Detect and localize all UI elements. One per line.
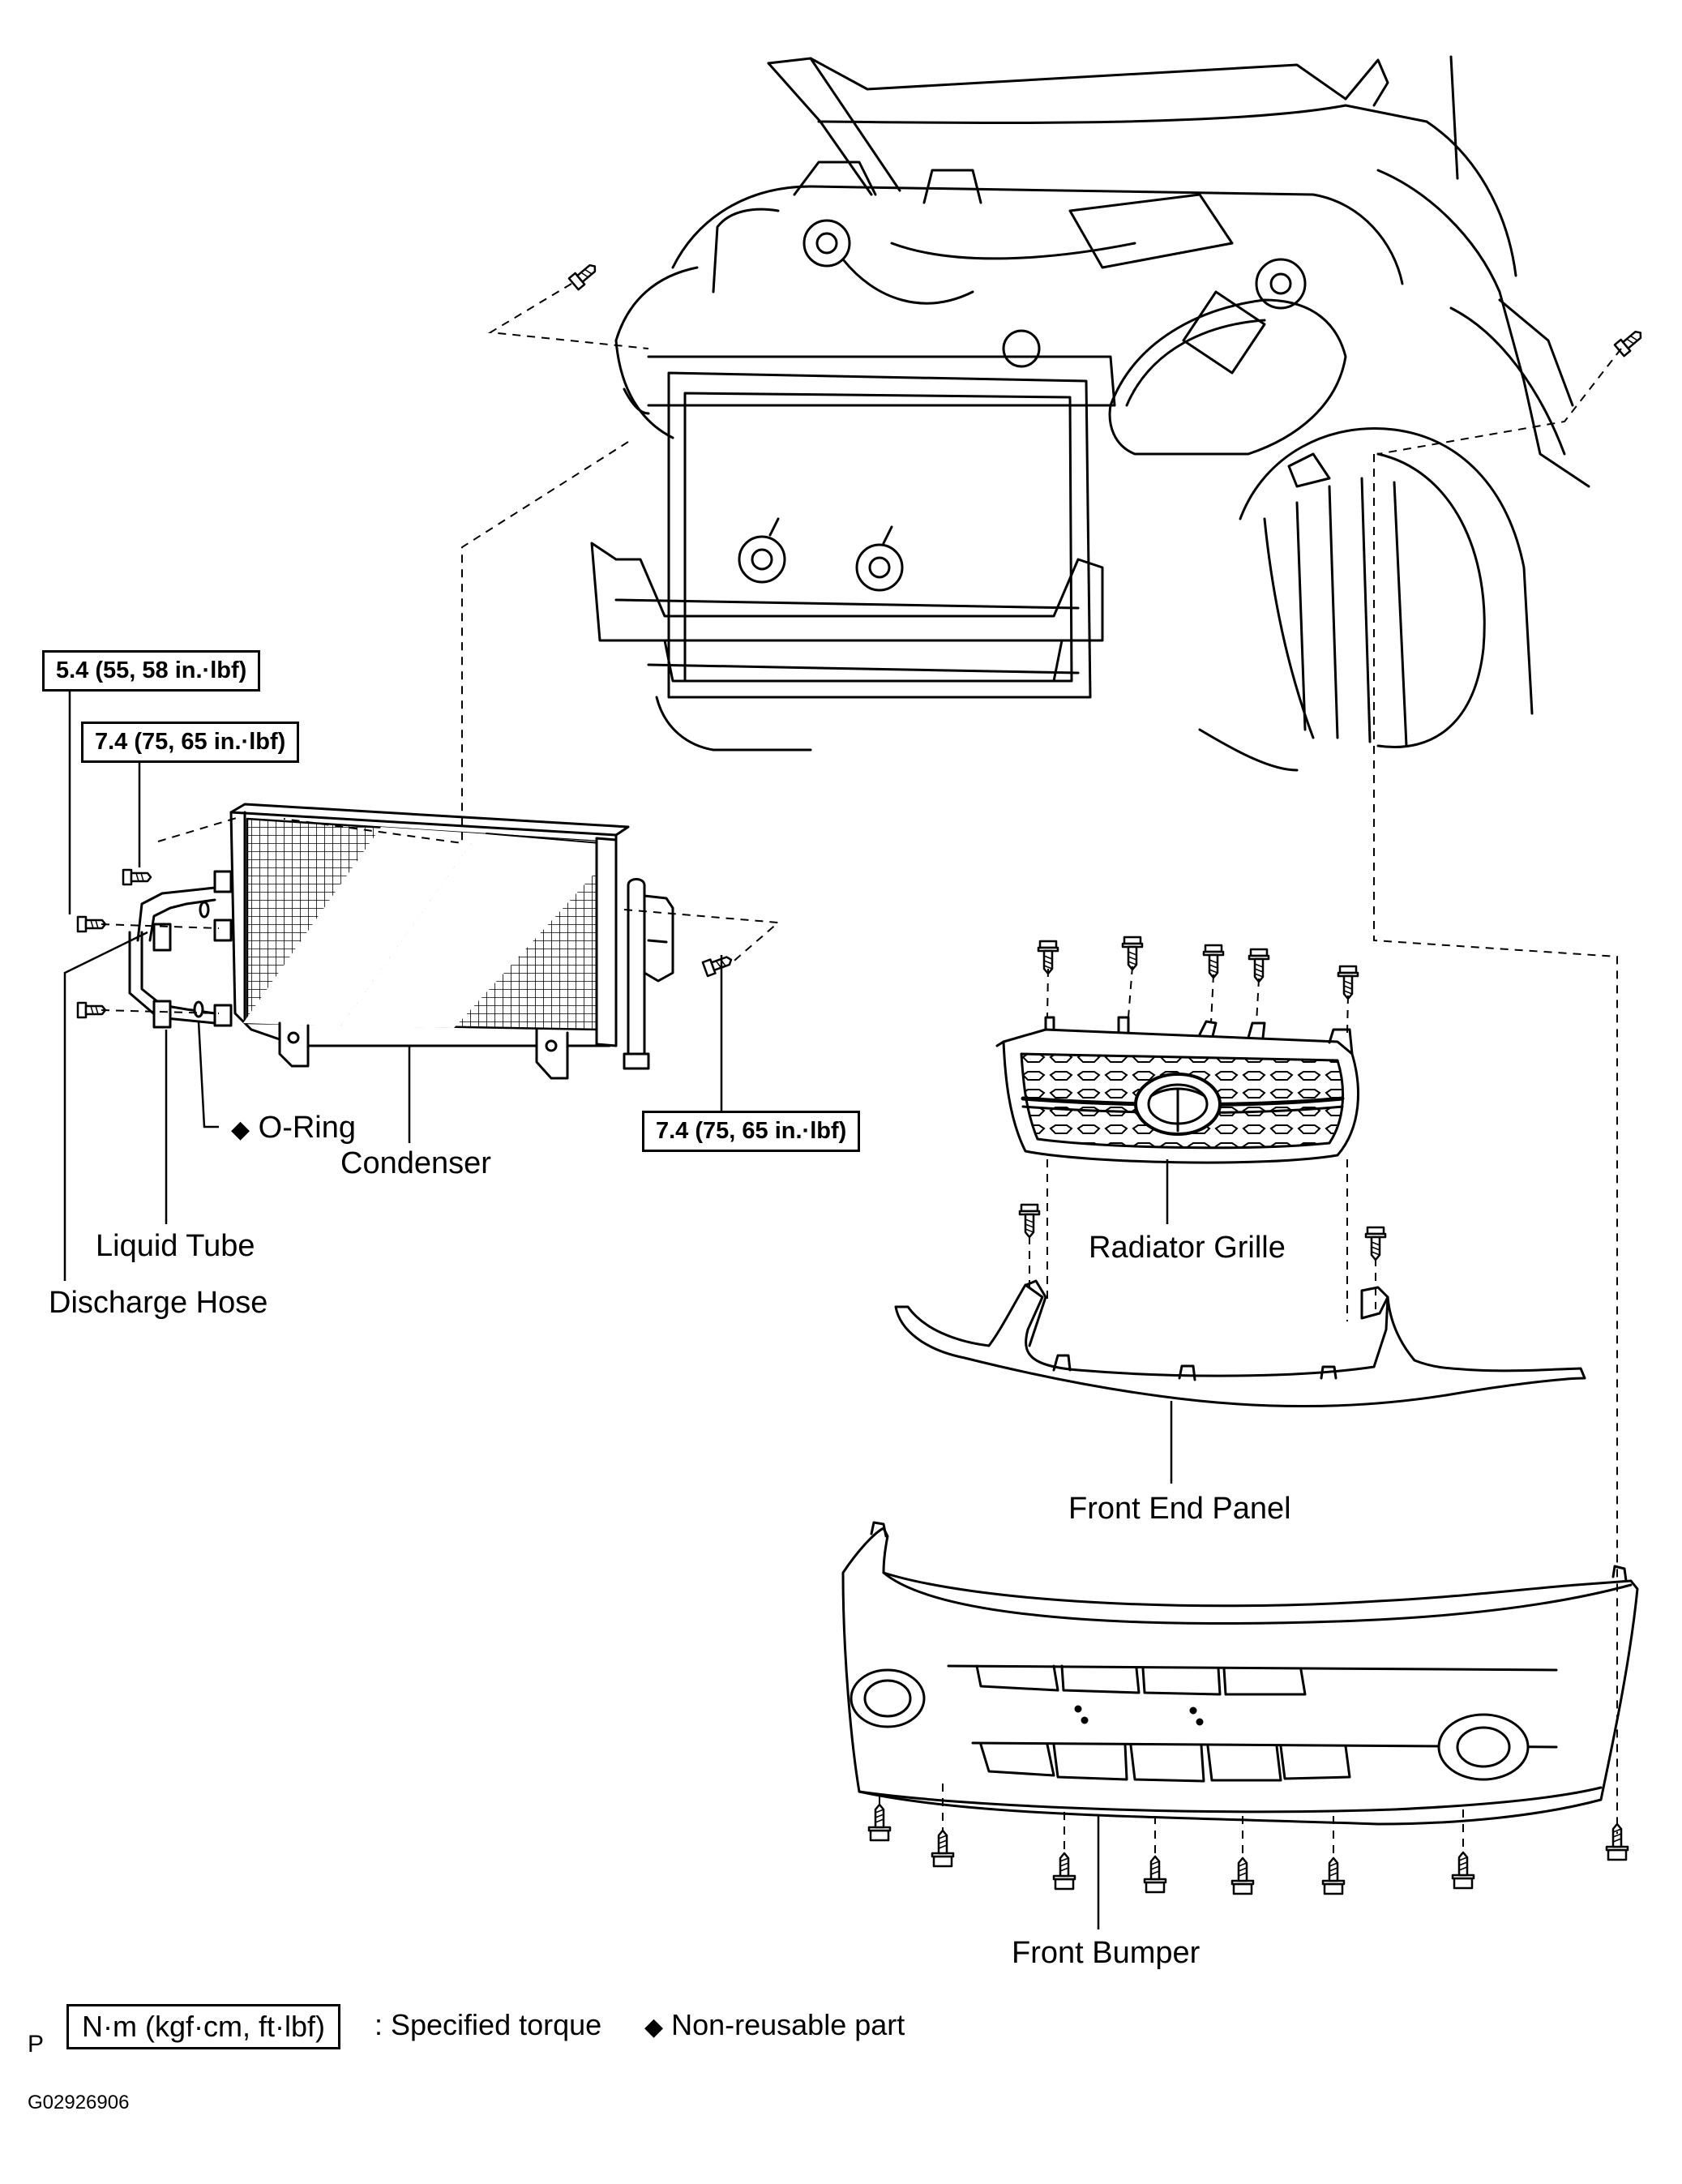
grille-bolt-2 — [1121, 936, 1144, 971]
torque-spec-condenser-upper: 7.4 (75, 65 in.·lbf) — [81, 722, 300, 763]
grille-bolt-5 — [1337, 965, 1359, 1000]
non-reusable-legend: ◆ Non-reusable part — [644, 2011, 905, 2040]
figure-id: G02926906 — [28, 2092, 130, 2113]
condenser-bolt-lower-left — [76, 1001, 107, 1019]
bumper-bolt-2 — [931, 1829, 955, 1868]
condenser-bolt-mid — [122, 868, 152, 886]
front-bumper-part — [841, 1521, 1639, 1826]
non-reusable-diamond-icon: ◆ — [231, 1116, 250, 1143]
bumper-bolt-7 — [1451, 1851, 1475, 1890]
corner-mark: P — [28, 2031, 45, 2058]
condenser-assembly — [128, 803, 674, 1080]
o-ring-label: ◆ O-Ring — [231, 1112, 356, 1143]
body-bolt-left — [567, 259, 601, 291]
torque-spec-bolt-top-left: 5.4 (55, 58 in.·lbf) — [42, 650, 261, 692]
grille-bolt-4 — [1248, 948, 1270, 983]
front-end-panel-label: Front End Panel — [1068, 1492, 1291, 1526]
bumper-bolt-5 — [1230, 1856, 1255, 1895]
legend-diamond-icon: ◆ — [644, 2014, 664, 2041]
front-bumper-label: Front Bumper — [1012, 1936, 1201, 1970]
radiator-grille-part — [995, 1016, 1359, 1164]
panel-bolt-left — [1018, 1203, 1041, 1239]
bumper-bolt-6 — [1321, 1856, 1346, 1895]
radiator-grille-label: Radiator Grille — [1089, 1231, 1286, 1265]
condenser-label: Condenser — [340, 1146, 491, 1180]
non-reusable-text: Non-reusable part — [671, 2008, 905, 2041]
panel-bolt-right — [1364, 1226, 1387, 1261]
grille-bolt-3 — [1202, 944, 1225, 979]
bumper-bolt-8 — [1605, 1822, 1629, 1861]
discharge-hose-label: Discharge Hose — [49, 1286, 268, 1320]
bumper-bolt-1 — [867, 1803, 892, 1842]
specified-torque-legend: : Specified torque — [374, 2008, 602, 2041]
leader-lines — [63, 689, 1173, 1929]
liquid-tube-label: Liquid Tube — [96, 1229, 255, 1263]
receiver-bolt — [701, 951, 735, 978]
torque-spec-receiver: 7.4 (75, 65 in.·lbf) — [642, 1111, 861, 1152]
bumper-bolt-4 — [1143, 1855, 1167, 1894]
front-end-panel-part — [894, 1279, 1586, 1408]
assembly-guide-lines — [101, 283, 1622, 1858]
vehicle-front-body — [590, 55, 1590, 772]
torque-unit-legend-box: N·m (kgf·cm, ft·lbf) — [66, 2004, 340, 2049]
o-ring-text: O-Ring — [258, 1111, 357, 1145]
bumper-bolt-3 — [1052, 1852, 1076, 1891]
condenser-bolt-upper-left — [76, 915, 107, 933]
